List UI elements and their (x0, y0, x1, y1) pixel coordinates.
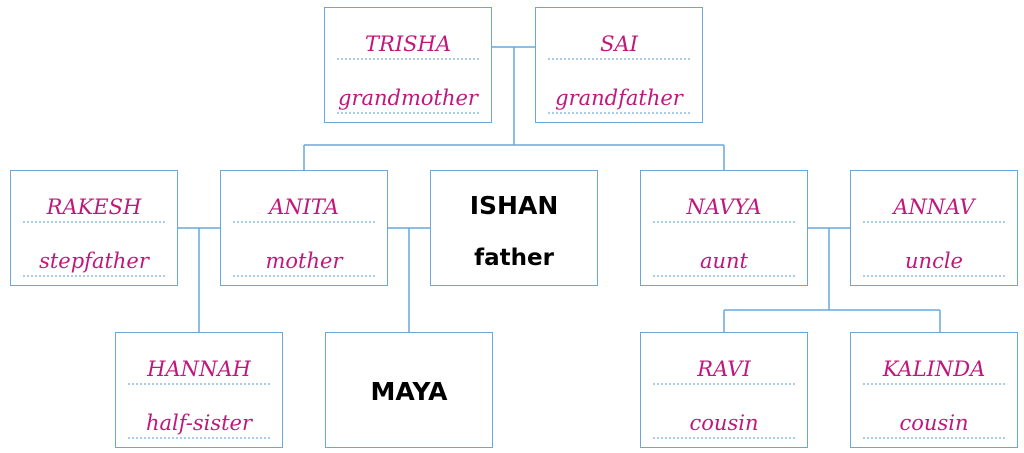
person-relation: cousin (863, 409, 1005, 439)
person-relation: stepfather (23, 247, 165, 277)
person-relation: grandfather (548, 84, 690, 114)
person-box-trisha[interactable]: TRISHA grandmother (324, 7, 492, 123)
person-name: TRISHA (337, 30, 479, 60)
person-name: RAVI (653, 355, 795, 385)
person-name: ANNAV (863, 193, 1005, 223)
person-name: RAKESH (23, 193, 165, 223)
person-box-hannah[interactable]: HANNAH half-sister (115, 332, 283, 448)
person-box-sai[interactable]: SAI grandfather (535, 7, 703, 123)
person-relation: half-sister (128, 409, 270, 439)
person-name: MAYA (370, 377, 448, 406)
person-relation: grandmother (337, 84, 479, 114)
person-relation: uncle (863, 247, 1005, 277)
person-box-ishan[interactable]: ISHAN father (430, 170, 598, 286)
person-box-rakesh[interactable]: RAKESH stepfather (10, 170, 178, 286)
person-box-ravi[interactable]: RAVI cousin (640, 332, 808, 448)
person-name: NAVYA (653, 193, 795, 223)
person-relation: father (474, 245, 554, 271)
person-relation: aunt (653, 247, 795, 277)
person-name: HANNAH (128, 355, 270, 385)
person-box-navya[interactable]: NAVYA aunt (640, 170, 808, 286)
person-box-kalinda[interactable]: KALINDA cousin (850, 332, 1018, 448)
person-name: ANITA (233, 193, 375, 223)
person-box-anita[interactable]: ANITA mother (220, 170, 388, 286)
person-name: SAI (548, 30, 690, 60)
person-name: ISHAN (469, 191, 559, 220)
person-relation: cousin (653, 409, 795, 439)
person-box-annav[interactable]: ANNAV uncle (850, 170, 1018, 286)
person-name: KALINDA (863, 355, 1005, 385)
person-box-maya[interactable]: MAYA (325, 332, 493, 448)
person-relation: mother (233, 247, 375, 277)
